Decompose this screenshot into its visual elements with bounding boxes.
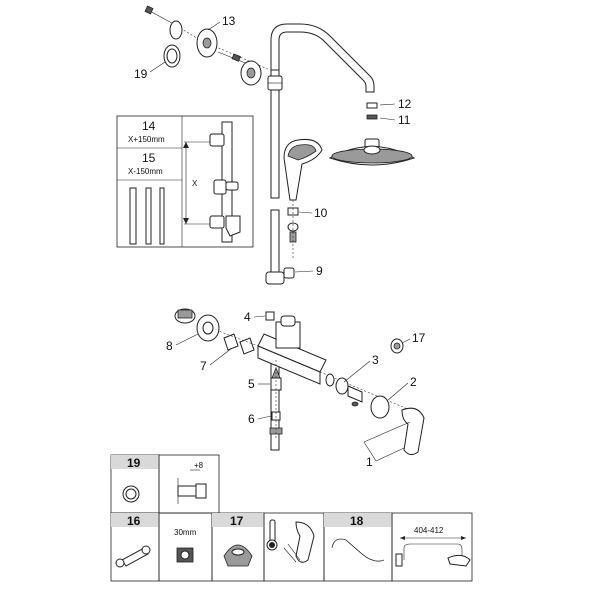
callout-5: 5 [248, 377, 255, 391]
callout-11: 11 [398, 113, 411, 127]
hose-connector [287, 200, 299, 260]
inset-14: 14 [142, 119, 156, 133]
shower-riser-pipe [265, 23, 375, 451]
table-dim: 404-412 [414, 526, 444, 535]
bottom-info-table [110, 454, 473, 582]
callout-4: 4 [244, 310, 251, 324]
wall-bracket-assembly [144, 5, 271, 86]
table-16: 16 [127, 514, 141, 528]
callout-7: 7 [200, 359, 207, 373]
callout-10: 10 [314, 206, 328, 220]
callout-19: 19 [134, 67, 148, 81]
wall-connection-assembly [174, 308, 220, 342]
part-17 [390, 338, 404, 354]
callout-3: 3 [372, 353, 379, 367]
table-18: 18 [350, 514, 364, 528]
inset-15: 15 [142, 151, 156, 165]
callout-12: 12 [398, 97, 412, 111]
callout-13: 13 [222, 14, 236, 28]
hand-shower [283, 139, 323, 201]
head-shower [328, 102, 416, 166]
callout-8: 8 [166, 339, 173, 353]
table-19: 19 [127, 456, 141, 470]
inset-15-size: X-150mm [128, 167, 163, 176]
table-plus8: +8 [194, 461, 204, 470]
inset-14-size: X+150mm [128, 135, 165, 144]
callout-2: 2 [410, 375, 417, 389]
callout-9: 9 [316, 264, 323, 278]
table-30mm: 30mm [174, 528, 197, 537]
table-17: 17 [230, 514, 244, 528]
callout-17: 17 [412, 331, 426, 345]
inset-x-label: X [192, 179, 198, 188]
thermostat-mixer [215, 311, 425, 456]
callout-1: 1 [366, 455, 373, 469]
callout-6: 6 [248, 412, 255, 426]
inset-riser-length [116, 115, 254, 248]
